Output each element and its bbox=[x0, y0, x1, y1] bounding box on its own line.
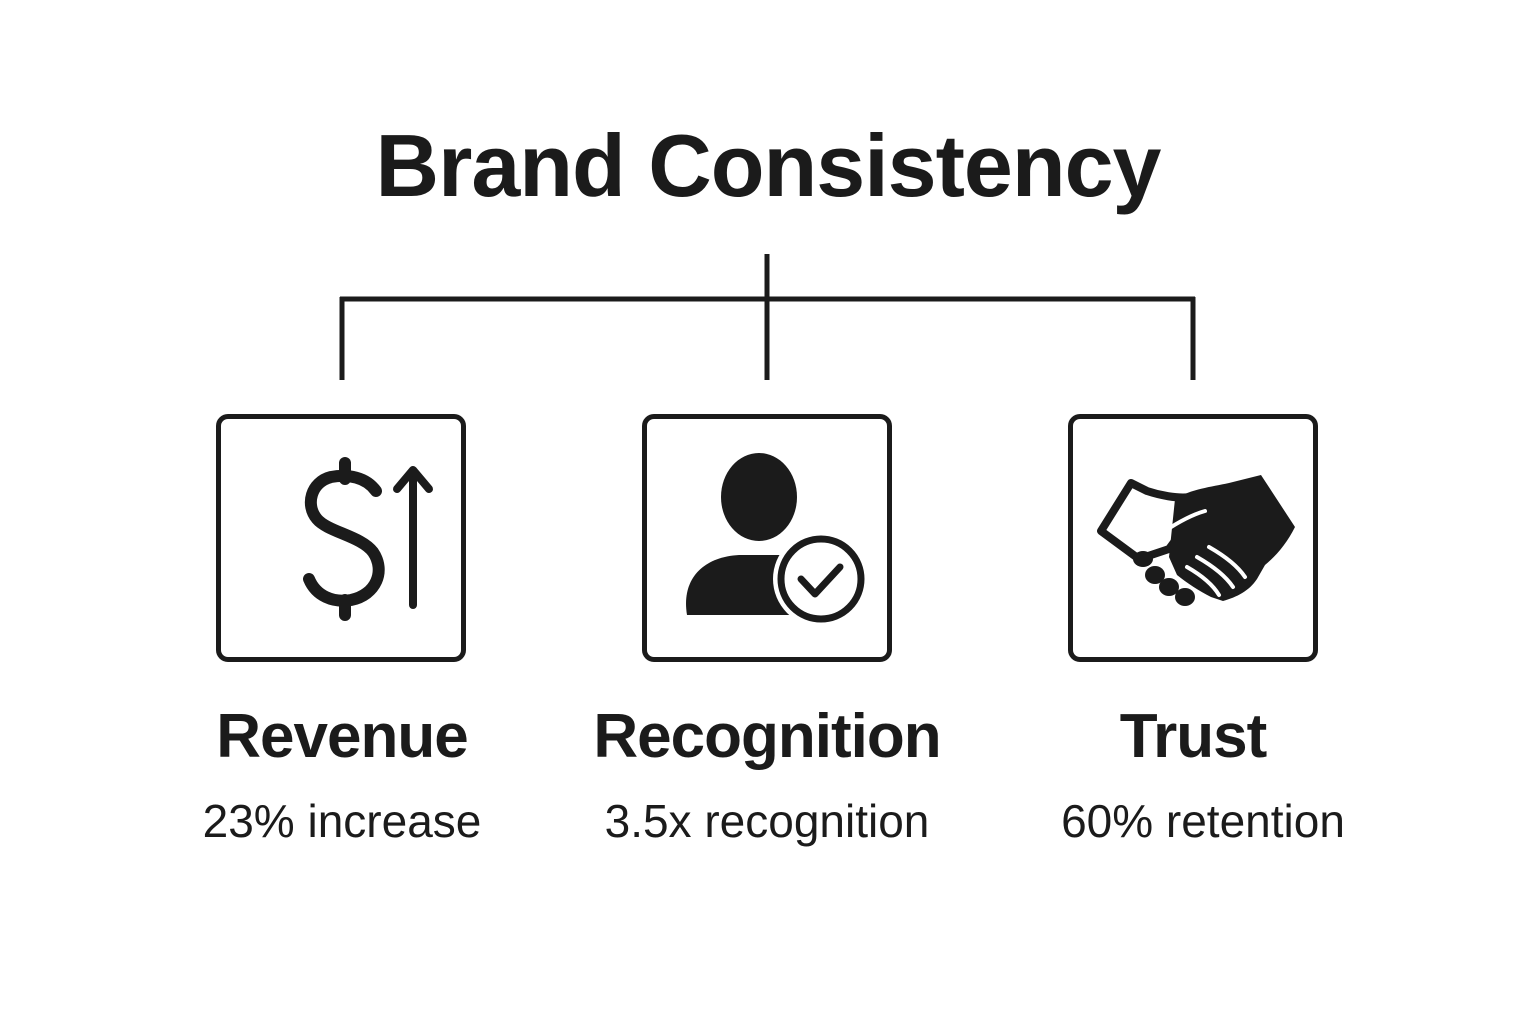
recognition-stat: 3.5x recognition bbox=[604, 795, 930, 847]
user-check-icon bbox=[686, 453, 869, 627]
trust-label: Trust bbox=[1119, 702, 1268, 771]
handshake-icon bbox=[1097, 475, 1295, 606]
revenue-stat: 23% increase bbox=[202, 795, 482, 847]
trust-stat: 60% retention bbox=[1061, 795, 1345, 847]
diagram-title: Brand Consistency bbox=[375, 116, 1162, 215]
recognition-label: Recognition bbox=[593, 702, 941, 771]
revenue-label: Revenue bbox=[216, 702, 468, 771]
dollar-up-arrow-icon bbox=[303, 457, 433, 621]
revenue-card bbox=[216, 414, 466, 662]
recognition-card bbox=[642, 414, 892, 662]
trust-card bbox=[1068, 414, 1318, 662]
